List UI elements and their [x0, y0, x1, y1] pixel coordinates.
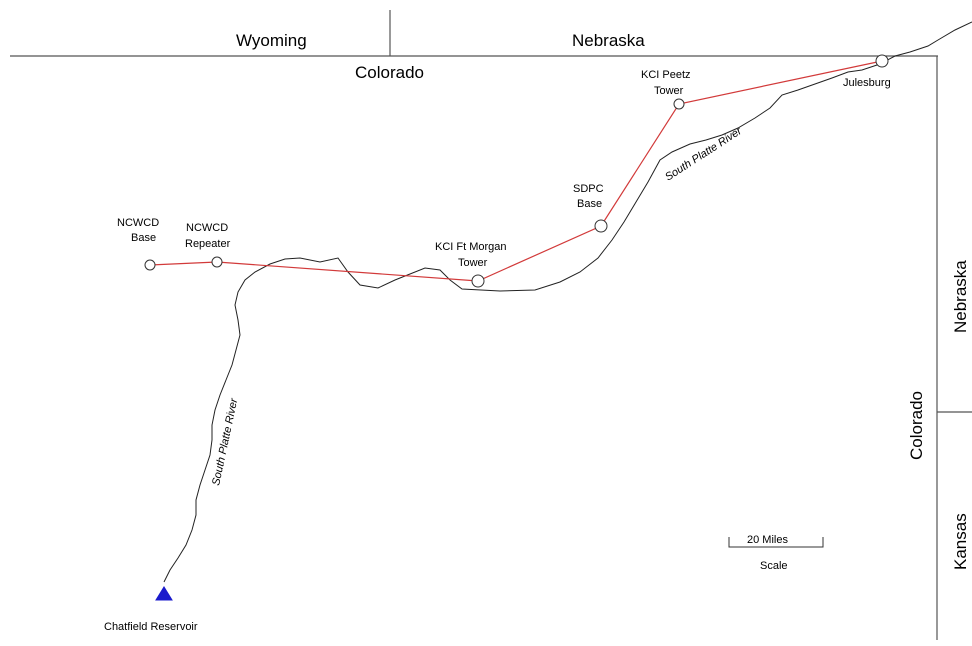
scale-distance-label: 20 Miles [747, 534, 788, 546]
colorado-right-label: Colorado [907, 391, 926, 460]
ncwcd-base-label-2: Base [131, 232, 156, 244]
state-borders [10, 10, 972, 640]
scale-bar [728, 537, 824, 548]
wyoming-label: Wyoming [236, 31, 307, 50]
kci-peetz-label-1: KCI Peetz [641, 69, 691, 81]
radio-link-path [149, 60, 883, 282]
ncwcd-repeater-marker[interactable] [211, 256, 223, 268]
julesburg-marker[interactable] [875, 54, 889, 68]
colorado-top-label: Colorado [355, 63, 424, 82]
sdpc-base-marker[interactable] [594, 219, 608, 233]
south-platte-river-path [163, 21, 972, 583]
kansas-label: Kansas [951, 513, 970, 570]
nebraska-right-label: Nebraska [951, 260, 970, 333]
ncwcd-repeater-label-1: NCWCD [186, 222, 228, 234]
sdpc-base-label-2: Base [577, 198, 602, 210]
river-label-upper: South Platte River [663, 124, 745, 183]
site-markers [144, 54, 889, 288]
ncwcd-base-marker[interactable] [144, 259, 156, 271]
kci-peetz-tower-marker[interactable] [673, 98, 685, 110]
chatfield-reservoir-icon[interactable] [155, 586, 173, 601]
kci-ft-morgan-label-2: Tower [458, 257, 488, 269]
chatfield-reservoir-label: Chatfield Reservoir [104, 621, 198, 633]
kci-peetz-label-2: Tower [654, 85, 684, 97]
scale-caption: Scale [760, 560, 788, 572]
sdpc-base-label-1: SDPC [573, 183, 604, 195]
ncwcd-base-label-1: NCWCD [117, 217, 159, 229]
ncwcd-repeater-label-2: Repeater [185, 238, 231, 250]
kci-ft-morgan-label-1: KCI Ft Morgan [435, 241, 507, 253]
julesburg-label: Julesburg [843, 77, 891, 89]
kci-ft-morgan-tower-marker[interactable] [471, 274, 485, 288]
nebraska-top-label: Nebraska [572, 31, 645, 50]
